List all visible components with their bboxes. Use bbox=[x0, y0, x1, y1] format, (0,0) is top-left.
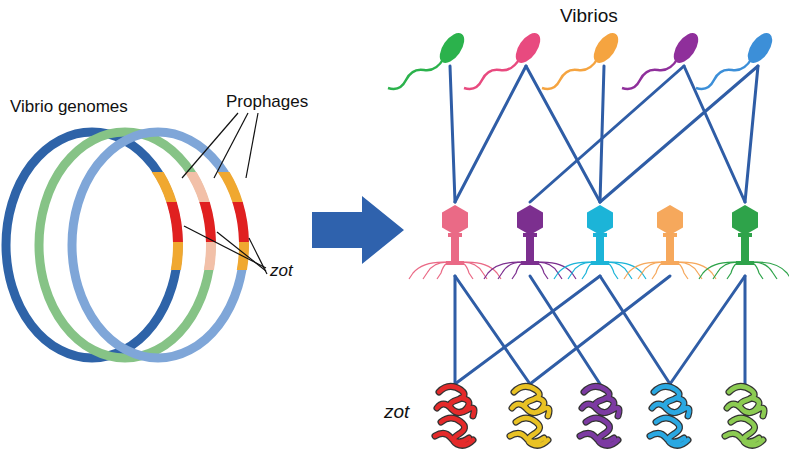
leader-lines bbox=[182, 113, 267, 274]
cell-body bbox=[669, 29, 703, 67]
zot-protein bbox=[435, 386, 474, 445]
zot-protein bbox=[580, 386, 619, 445]
ribbon bbox=[725, 386, 764, 445]
phage-head bbox=[657, 205, 683, 235]
baseplate bbox=[591, 261, 609, 265]
cell-body bbox=[435, 29, 469, 67]
phage bbox=[554, 205, 646, 279]
phage-tail bbox=[596, 234, 604, 262]
flagellum bbox=[388, 58, 444, 89]
phage-head bbox=[517, 205, 543, 235]
baseplate bbox=[446, 261, 464, 265]
cell-body bbox=[589, 29, 623, 67]
baseplate bbox=[736, 261, 754, 265]
vibrio-cell bbox=[464, 29, 545, 89]
flagellum bbox=[464, 58, 520, 89]
genome-ring bbox=[72, 132, 244, 358]
link-line bbox=[600, 66, 604, 202]
phage-tail bbox=[666, 234, 674, 262]
vibrio-cell bbox=[696, 29, 777, 89]
ribbon-outline bbox=[725, 386, 764, 445]
ribbon-outline bbox=[435, 386, 474, 445]
phage-head bbox=[442, 205, 468, 235]
cell-body bbox=[743, 29, 777, 67]
gene-label: zot bbox=[384, 402, 409, 423]
ribbon bbox=[580, 386, 619, 445]
phage bbox=[699, 205, 789, 279]
phage bbox=[484, 205, 576, 279]
phage bbox=[624, 205, 716, 279]
link-line bbox=[455, 276, 530, 384]
cell-body bbox=[511, 29, 545, 67]
ribbon-outline bbox=[510, 386, 549, 445]
phages bbox=[409, 205, 789, 279]
ribbon bbox=[510, 386, 549, 445]
link-line bbox=[454, 276, 457, 384]
zot-protein bbox=[650, 386, 689, 445]
link-line bbox=[744, 276, 747, 384]
flagellum bbox=[696, 58, 752, 89]
link-lines bbox=[450, 66, 758, 384]
phage-tail bbox=[741, 234, 749, 262]
flagellum bbox=[622, 58, 678, 89]
baseplate bbox=[521, 261, 539, 265]
zot-protein bbox=[725, 386, 764, 445]
zot-protein bbox=[510, 386, 549, 445]
ribbon bbox=[650, 386, 689, 445]
zot-proteins bbox=[435, 386, 764, 445]
phage-tail bbox=[451, 234, 459, 262]
block-arrow bbox=[312, 196, 404, 264]
ribbon-outline bbox=[650, 386, 689, 445]
genomes-label: Vibrio genomes bbox=[10, 98, 128, 117]
vibrio-cell bbox=[622, 29, 703, 89]
link-line bbox=[530, 276, 600, 384]
link-line bbox=[530, 276, 670, 384]
vibrio-cell bbox=[388, 29, 469, 89]
link-line bbox=[526, 66, 600, 202]
prophages-label: Prophages bbox=[226, 93, 308, 112]
ribbon-outline bbox=[580, 386, 619, 445]
link-line bbox=[670, 276, 745, 384]
prophage-segments bbox=[6, 132, 244, 358]
phage bbox=[409, 205, 501, 279]
ribbon bbox=[435, 386, 474, 445]
vibrio-cells bbox=[388, 29, 777, 89]
link-line bbox=[450, 66, 455, 202]
link-line bbox=[455, 66, 526, 202]
gene-label: zot bbox=[270, 262, 293, 281]
vibrio-cell bbox=[542, 29, 623, 89]
link-line bbox=[684, 66, 745, 202]
phage-tail bbox=[526, 234, 534, 262]
heading-label: Vibrios bbox=[560, 6, 618, 27]
phage-head bbox=[587, 205, 613, 235]
link-line bbox=[600, 276, 670, 384]
genome-ring bbox=[39, 132, 211, 358]
link-line bbox=[745, 66, 758, 202]
link-line bbox=[600, 66, 758, 202]
flagellum bbox=[542, 58, 598, 89]
baseplate bbox=[661, 261, 679, 265]
phage-head bbox=[732, 205, 758, 235]
link-line bbox=[455, 276, 600, 384]
